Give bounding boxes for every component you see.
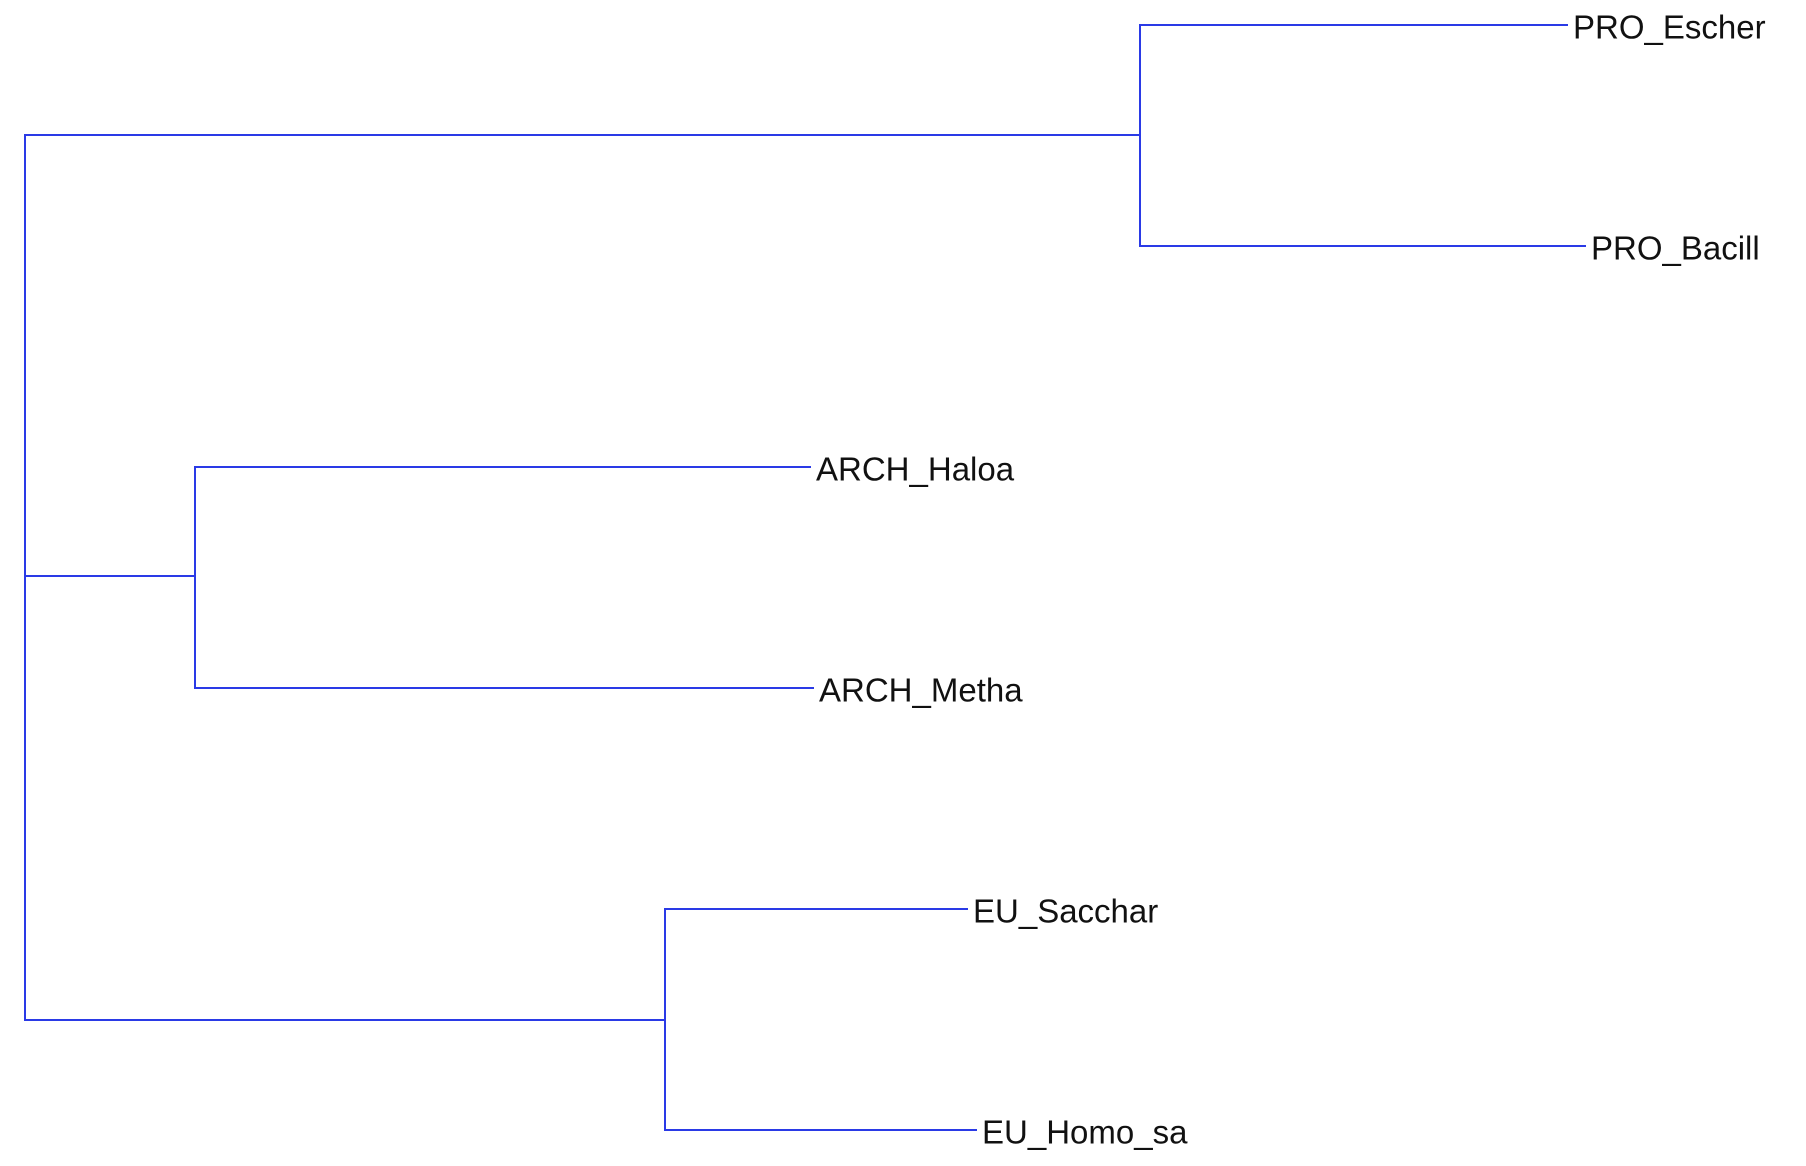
leaf-label-pro-bacill: PRO_Bacill: [1591, 230, 1760, 267]
leaf-label-eu-homo-sa: EU_Homo_sa: [982, 1114, 1188, 1151]
leaf-label-arch-metha: ARCH_Metha: [819, 672, 1023, 709]
leaf-label-eu-sacchar: EU_Sacchar: [973, 893, 1158, 930]
leaf-label-pro-escher: PRO_Escher: [1573, 9, 1766, 46]
leaf-label-arch-haloa: ARCH_Haloa: [816, 451, 1015, 488]
